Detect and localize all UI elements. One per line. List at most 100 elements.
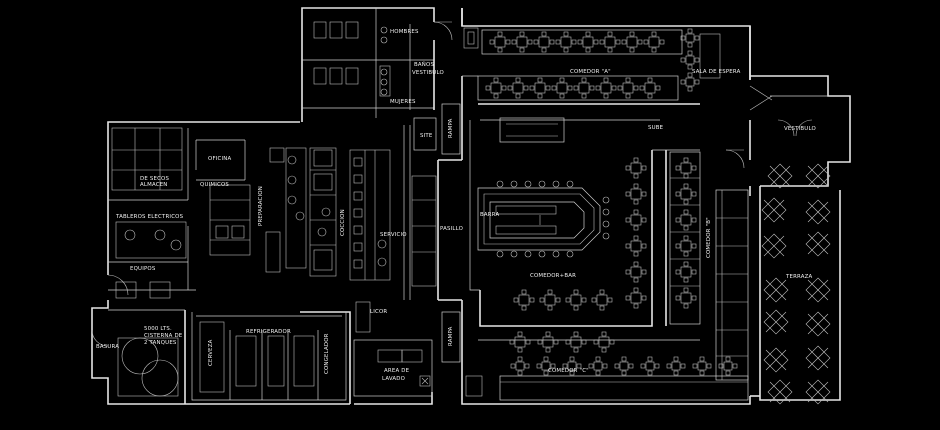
table	[761, 233, 787, 259]
table	[680, 188, 692, 200]
chair	[509, 339, 515, 345]
chair	[675, 269, 681, 275]
table	[596, 294, 608, 306]
table	[685, 55, 695, 65]
label-hombres: HOMBRES	[390, 29, 419, 35]
chair	[599, 289, 605, 295]
interior-walls	[91, 8, 463, 401]
chair	[683, 225, 689, 231]
table	[630, 240, 642, 252]
chair	[807, 347, 829, 369]
chair	[563, 47, 569, 53]
chair	[691, 269, 697, 275]
chair	[687, 64, 693, 70]
table	[680, 162, 692, 174]
chair	[593, 39, 599, 45]
table	[516, 36, 528, 48]
label-cisterna-2: CISTERNA DE	[144, 333, 183, 339]
table	[542, 336, 554, 348]
table	[685, 33, 695, 43]
chair	[673, 370, 679, 376]
chair	[521, 305, 527, 311]
bar-stool	[496, 250, 504, 258]
chair	[699, 370, 705, 376]
chair	[625, 165, 631, 171]
bar-stool	[496, 180, 504, 188]
label-lavado: LAVADO	[382, 376, 405, 382]
chair	[593, 339, 599, 345]
vestibulo-doors	[699, 33, 828, 169]
table	[761, 197, 787, 223]
chair	[519, 47, 525, 53]
chair	[692, 363, 698, 369]
chair	[569, 370, 575, 376]
chair	[633, 173, 639, 179]
chair	[706, 363, 712, 369]
chair	[541, 31, 547, 37]
table	[593, 361, 603, 371]
chair	[673, 356, 679, 362]
chair	[683, 183, 689, 189]
chair	[807, 165, 829, 187]
burner	[317, 227, 327, 237]
chair	[694, 57, 700, 63]
chair	[641, 295, 647, 301]
bar-stool	[538, 250, 546, 258]
label-cerveza: CERVEZA	[208, 339, 214, 366]
bar-stool	[538, 180, 546, 188]
chair	[599, 39, 605, 45]
table	[626, 36, 638, 48]
label-licor: LICOR	[370, 309, 387, 315]
chair	[565, 297, 571, 303]
chair	[581, 77, 587, 83]
table	[514, 336, 526, 348]
chair	[517, 347, 523, 353]
chair	[633, 303, 639, 309]
chair	[654, 363, 660, 369]
table	[648, 36, 660, 48]
burner	[287, 195, 297, 205]
chair	[589, 85, 595, 91]
bar-stool	[524, 250, 532, 258]
chair	[527, 39, 533, 45]
chair	[585, 47, 591, 53]
chair	[519, 31, 525, 37]
chair	[595, 356, 601, 362]
chair	[807, 201, 829, 223]
chair	[683, 261, 689, 267]
chair	[683, 277, 689, 283]
chair	[765, 349, 787, 371]
chair	[539, 297, 545, 303]
chair	[543, 370, 549, 376]
room-labels: HOMBRES BAÑOS VESTIBULO MUJERES COMEDOR …	[96, 29, 816, 382]
table	[541, 361, 551, 371]
label-comedor-b: COMEDOR "B"	[706, 217, 712, 258]
label-banos: BAÑOS	[414, 61, 434, 68]
chair	[485, 85, 491, 91]
table	[697, 361, 707, 371]
chair	[599, 305, 605, 311]
chair	[699, 356, 705, 362]
chair	[565, 339, 571, 345]
label-terraza: TERRAZA	[785, 274, 813, 280]
chair	[625, 295, 631, 301]
label-basura: BASURA	[96, 344, 119, 350]
label-vestibulo: VESTIBULO	[784, 126, 816, 132]
chair	[524, 363, 530, 369]
chair	[517, 356, 523, 362]
label-comedor-bar: COMEDOR+BAR	[530, 273, 576, 279]
label-cisterna-3: 2 TANQUES	[144, 340, 177, 346]
label-mujeres: MUJERES	[390, 99, 416, 105]
table	[490, 82, 502, 94]
chair	[510, 363, 516, 369]
label-comedor-a: COMEDOR "A"	[570, 69, 611, 75]
chair	[659, 39, 665, 45]
chair	[607, 47, 613, 53]
chair	[545, 85, 551, 91]
chair	[547, 289, 553, 295]
chair	[621, 356, 627, 362]
chair	[625, 77, 631, 83]
label-comedor-c: COMEDOR "C"	[548, 368, 589, 374]
chair	[543, 356, 549, 362]
table	[805, 199, 831, 225]
